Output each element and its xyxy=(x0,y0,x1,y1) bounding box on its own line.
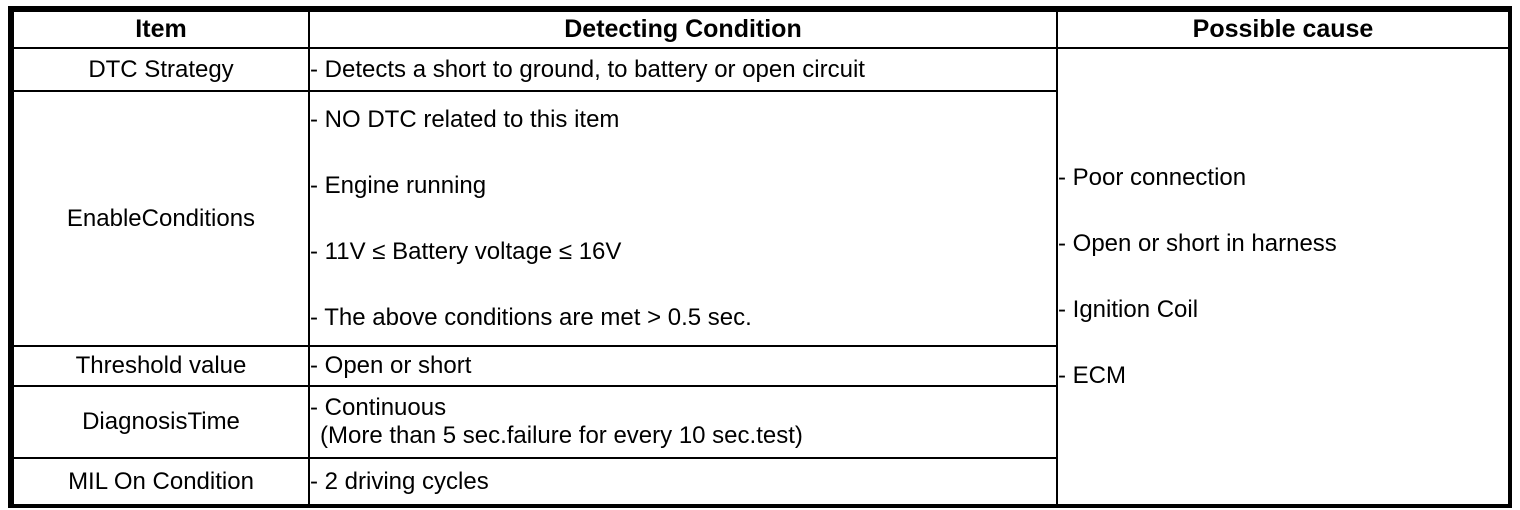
condition-cell-dtc-strategy: - Detects a short to ground, to battery … xyxy=(308,47,1058,92)
column-header-detecting-condition: Detecting Condition xyxy=(308,10,1058,49)
column-header-possible-cause: Possible cause xyxy=(1056,10,1510,49)
condition-line: - NO DTC related to this item xyxy=(310,105,620,133)
condition-list: - NO DTC related to this item - Engine r… xyxy=(310,105,1055,332)
condition-line: - Open or short xyxy=(310,352,472,379)
possible-cause-list: - Poor connection - Open or short in har… xyxy=(1058,163,1507,390)
condition-line: - The above conditions are met > 0.5 sec… xyxy=(310,303,752,331)
cause-item: - Ignition Coil xyxy=(1058,295,1199,323)
item-cell-enable-conditions: EnableConditions xyxy=(12,90,310,347)
condition-line: - Detects a short to ground, to battery … xyxy=(310,55,865,83)
header-row: Item Detecting Condition Possible cause xyxy=(12,10,1510,49)
item-cell-mil-on-condition: MIL On Condition xyxy=(12,457,310,506)
possible-cause-cell: - Poor connection - Open or short in har… xyxy=(1056,47,1510,506)
condition-line: - 2 driving cycles xyxy=(310,467,489,495)
condition-line: - 11V ≤ Battery voltage ≤ 16V xyxy=(310,237,622,265)
condition-cell-threshold-value: - Open or short xyxy=(308,345,1058,387)
column-header-item: Item xyxy=(12,10,310,49)
condition-cell-enable-conditions: - NO DTC related to this item - Engine r… xyxy=(308,90,1058,347)
item-cell-diagnosis-time: DiagnosisTime xyxy=(12,385,310,459)
table-row: Threshold value - Open or short xyxy=(12,345,1509,387)
condition-list: - Continuous (More than 5 sec.failure fo… xyxy=(310,394,1055,450)
condition-line-continuation: (More than 5 sec.failure for every 10 se… xyxy=(320,422,803,449)
table-row: DiagnosisTime - Continuous (More than 5 … xyxy=(12,385,1509,459)
condition-line: - Engine running xyxy=(310,171,487,199)
condition-cell-mil-on-condition: - 2 driving cycles xyxy=(308,457,1058,506)
condition-cell-diagnosis-time: - Continuous (More than 5 sec.failure fo… xyxy=(308,385,1058,459)
cause-item: - Poor connection xyxy=(1058,163,1247,191)
item-cell-dtc-strategy: DTC Strategy xyxy=(12,47,310,92)
diagnostic-table-frame: Item Detecting Condition Possible cause … xyxy=(8,6,1512,508)
table-row: MIL On Condition - 2 driving cycles xyxy=(12,457,1509,506)
condition-line: - Continuous xyxy=(310,394,447,421)
cause-item: - Open or short in harness xyxy=(1058,229,1337,257)
table-row: EnableConditions - NO DTC related to thi… xyxy=(12,90,1509,347)
cause-item: - ECM xyxy=(1058,361,1126,389)
table-row: DTC Strategy - Detects a short to ground… xyxy=(12,47,1510,506)
dtc-diagnostic-table: Item Detecting Condition Possible cause … xyxy=(12,10,1510,506)
item-cell-threshold-value: Threshold value xyxy=(12,345,310,387)
